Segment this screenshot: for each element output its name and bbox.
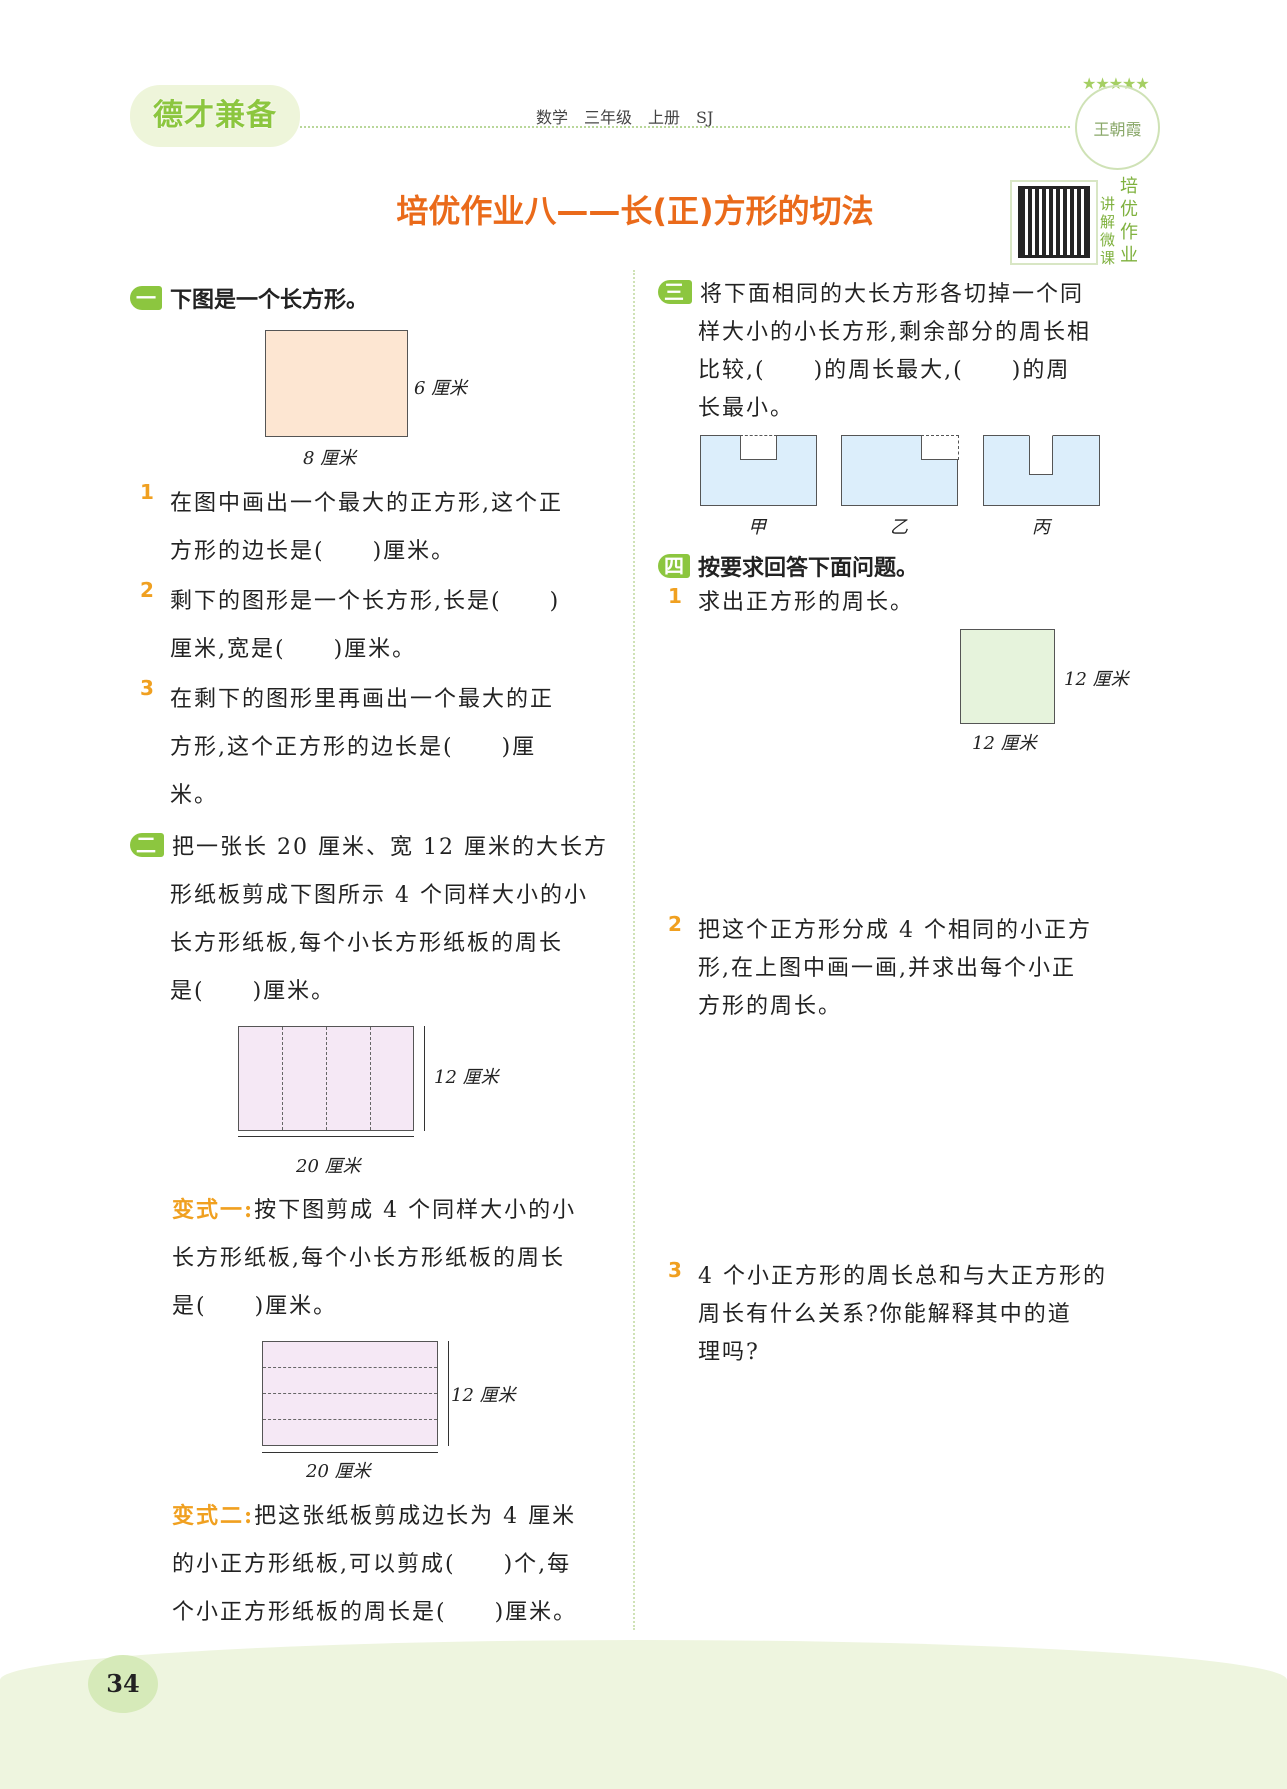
qr-caption-big: 培优作业 xyxy=(1120,176,1138,266)
cut-line xyxy=(370,1027,371,1130)
section-badge: 一 xyxy=(130,286,162,310)
rectangle-figure xyxy=(265,330,408,437)
q-num: 3 xyxy=(668,1258,684,1282)
q-line: 在剩下的图形里再画出一个最大的正 xyxy=(170,687,555,712)
q-num: 3 xyxy=(140,676,156,700)
q-num: 1 xyxy=(140,480,156,504)
q-line: 米。 xyxy=(170,783,219,808)
question-4-2: 2 把这个正方形分成 4 个相同的小正方 形,在上图中画一画,并求出每个小正 方… xyxy=(668,912,1158,1026)
cutout xyxy=(920,434,959,460)
qr-caption-small: 讲解微课 xyxy=(1100,195,1116,267)
width-arrow xyxy=(262,1452,438,1453)
q-line: 长方形纸板,每个小长方形纸板的周长 xyxy=(170,931,563,956)
side-label: 12 厘米 xyxy=(434,1067,499,1088)
variant-2: 变式二:把这张纸板剪成边长为 4 厘米 的小正方形纸板,可以剪成( )个,每 个… xyxy=(172,1492,622,1637)
horizontal-cut-figure xyxy=(262,1341,438,1446)
section-4-heading: 四按要求回答下面问题。 xyxy=(658,550,918,582)
q-num: 2 xyxy=(668,912,684,936)
bottom-label: 20 厘米 xyxy=(296,1156,361,1177)
height-arrow xyxy=(448,1341,449,1446)
footer-decoration xyxy=(0,1640,1287,1789)
page-number: 34 xyxy=(88,1655,158,1713)
q-line: 样大小的小长方形,剩余部分的周长相 xyxy=(698,320,1091,345)
q-line: 将下面相同的大长方形各切掉一个同 xyxy=(700,282,1085,307)
variant-label: 变式一: xyxy=(172,1197,255,1223)
q-line: 求出正方形的周长。 xyxy=(698,590,915,615)
q-line: 的小正方形纸板,可以剪成( )个,每 xyxy=(172,1552,572,1577)
side-label: 12 厘米 xyxy=(451,1385,516,1406)
q-line: 个小正方形纸板的周长是( )厘米。 xyxy=(172,1600,578,1625)
cutout xyxy=(740,434,777,460)
q-line: 剩下的图形是一个长方形,长是( ) xyxy=(170,589,561,614)
q-line: 形纸板剪成下图所示 4 个同样大小的小 xyxy=(170,883,588,908)
subject-info: 数学 三年级 上册 SJ xyxy=(536,108,714,127)
q-line: 是( )厘米。 xyxy=(172,1294,338,1319)
section-3: 三将下面相同的大长方形各切掉一个同 样大小的小长方形,剩余部分的周长相 比较,(… xyxy=(658,276,1148,428)
question-1-2: 2 剩下的图形是一个长方形,长是( ) 厘米,宽是( )厘米。 xyxy=(140,578,620,674)
q-line: 厘米,宽是( )厘米。 xyxy=(170,637,417,662)
question-4-1: 1 求出正方形的周长。 xyxy=(668,584,914,622)
cut-line xyxy=(263,1393,437,1394)
q-line: 方形,这个正方形的边长是( )厘 xyxy=(170,735,537,760)
author-seal: 王朝霞 xyxy=(1075,85,1160,170)
cutout xyxy=(1029,434,1053,475)
question-1-3: 3 在剩下的图形里再画出一个最大的正 方形,这个正方形的边长是( )厘 米。 xyxy=(140,676,620,820)
cut-line xyxy=(326,1027,327,1130)
page-title: 培优作业八——长(正)方形的切法 xyxy=(396,192,874,230)
question-4-3: 3 4 个小正方形的周长总和与大正方形的 周长有什么关系?你能解释其中的道 理吗… xyxy=(668,1258,1158,1372)
q-line: 在图中画出一个最大的正方形,这个正 xyxy=(170,491,563,516)
q-line: 理吗? xyxy=(698,1340,760,1365)
variant-label: 变式二: xyxy=(172,1503,255,1529)
qr-frame xyxy=(1010,180,1098,265)
figure-label: 乙 xyxy=(890,517,908,538)
bottom-label: 8 厘米 xyxy=(303,448,357,469)
question-1-1: 1 在图中画出一个最大的正方形,这个正 方形的边长是( )厘米。 xyxy=(140,480,620,576)
section-1-heading: 一下图是一个长方形。 xyxy=(130,282,368,314)
q-num: 2 xyxy=(140,578,156,602)
heading-text: 下图是一个长方形。 xyxy=(170,288,369,313)
series-logo: 德才兼备 xyxy=(130,85,300,147)
section-badge: 二 xyxy=(130,833,164,857)
side-label: 12 厘米 xyxy=(1064,669,1129,690)
vertical-cut-figure xyxy=(238,1026,414,1131)
bottom-label: 12 厘米 xyxy=(972,733,1037,754)
q-num: 1 xyxy=(668,584,684,608)
q-line: 是( )厘米。 xyxy=(170,979,336,1004)
bottom-label: 20 厘米 xyxy=(306,1461,371,1482)
figure-yi xyxy=(841,434,959,506)
cut-line xyxy=(263,1367,437,1368)
figure-label: 甲 xyxy=(748,517,766,538)
side-label: 6 厘米 xyxy=(414,378,468,399)
heading-text: 按要求回答下面问题。 xyxy=(698,556,919,581)
qr-code-icon[interactable] xyxy=(1018,186,1090,258)
width-arrow xyxy=(238,1136,414,1137)
q-line: 形,在上图中画一画,并求出每个小正 xyxy=(698,956,1076,981)
q-line: 把这张纸板剪成边长为 4 厘米 xyxy=(254,1504,577,1529)
figure-label: 丙 xyxy=(1032,517,1050,538)
q-line: 长最小。 xyxy=(698,396,795,421)
variant-1: 变式一:按下图剪成 4 个同样大小的小 长方形纸板,每个小长方形纸板的周长 是(… xyxy=(172,1186,622,1331)
q-line: 方形的边长是( )厘米。 xyxy=(170,539,456,564)
section-badge: 四 xyxy=(658,554,690,578)
section-badge: 三 xyxy=(658,280,692,304)
figure-jia xyxy=(700,434,817,506)
section-2: 二把一张长 20 厘米、宽 12 厘米的大长方 形纸板剪成下图所示 4 个同样大… xyxy=(130,824,620,1016)
q-line: 把一张长 20 厘米、宽 12 厘米的大长方 xyxy=(172,835,608,860)
column-divider xyxy=(633,270,635,1630)
square-figure xyxy=(960,629,1055,724)
q-line: 把这个正方形分成 4 个相同的小正方 xyxy=(698,918,1092,943)
q-line: 长方形纸板,每个小长方形纸板的周长 xyxy=(172,1246,565,1271)
cut-line xyxy=(263,1419,437,1420)
height-arrow xyxy=(424,1026,425,1131)
q-line: 比较,( )的周长最大,( )的周 xyxy=(698,358,1071,383)
q-line: 方形的周长。 xyxy=(698,994,843,1019)
q-line: 周长有什么关系?你能解释其中的道 xyxy=(698,1302,1072,1327)
cut-line xyxy=(282,1027,283,1130)
figure-bing xyxy=(983,434,1100,506)
q-line: 4 个小正方形的周长总和与大正方形的 xyxy=(698,1264,1107,1289)
header-divider xyxy=(300,126,1070,128)
q-line: 按下图剪成 4 个同样大小的小 xyxy=(254,1198,577,1223)
